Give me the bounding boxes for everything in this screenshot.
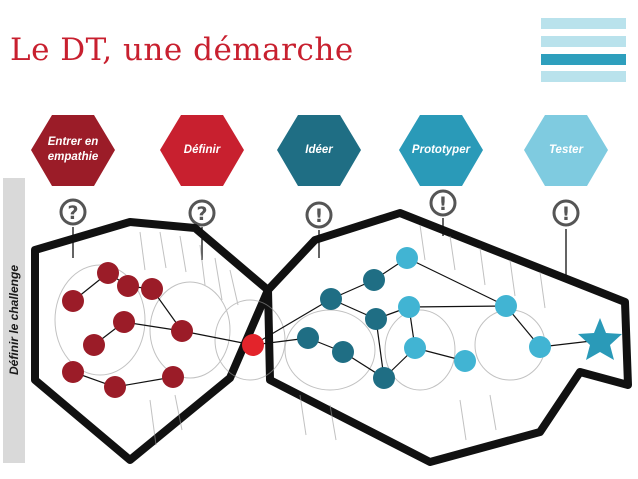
node: [332, 341, 354, 363]
node: [373, 367, 395, 389]
node: [297, 327, 319, 349]
node: [62, 290, 84, 312]
node: [404, 337, 426, 359]
exclamation-mark-icon-3: !: [552, 199, 580, 227]
svg-text:?: ?: [67, 202, 78, 224]
question-mark-icon-2: ?: [188, 199, 216, 227]
hex-prototyper: [399, 115, 483, 186]
node: [396, 247, 418, 269]
svg-text:?: ?: [196, 203, 207, 225]
node: [97, 262, 119, 284]
hex-definir: [160, 115, 244, 186]
node: [171, 320, 193, 342]
node: [529, 336, 551, 358]
side-band: [3, 178, 25, 463]
node: [141, 278, 163, 300]
node: [117, 275, 139, 297]
hex-empathie: [31, 115, 115, 186]
hex-tester: [524, 115, 608, 186]
node: [320, 288, 342, 310]
step-label-tester: Tester: [548, 144, 584, 156]
menu-bar-4: [541, 71, 626, 82]
ideate-nodes: [297, 269, 395, 389]
menu-bar-1: [541, 18, 626, 29]
menu-bar-3: [541, 54, 626, 65]
svg-text:!: !: [315, 205, 324, 227]
node: [398, 296, 420, 318]
node: [83, 334, 105, 356]
svg-text:!: !: [439, 193, 448, 215]
sketch-hatching: [54, 224, 546, 446]
network-edges: [72, 257, 601, 388]
step-label-definir: Définir: [183, 144, 221, 156]
prototype-nodes: [396, 247, 551, 372]
svg-text:!: !: [562, 203, 571, 225]
node: [162, 366, 184, 388]
menu-bar-2: [541, 36, 626, 47]
step-label-empathie: Entrer en empathie: [47, 136, 99, 163]
node: [113, 311, 135, 333]
node: [365, 308, 387, 330]
double-diamond-outline: [31, 209, 632, 466]
step-label-prototyper: Prototyper: [411, 144, 471, 156]
node: [495, 295, 517, 317]
star-icon: [578, 318, 622, 360]
hex-ideer: [277, 115, 361, 186]
page-title: Le DT, une démarche: [10, 32, 354, 68]
define-node: [242, 334, 264, 356]
exclamation-mark-icon-2: !: [429, 189, 457, 217]
node: [62, 361, 84, 383]
node: [104, 376, 126, 398]
step-label-ideer: Idéer: [305, 144, 333, 156]
exclamation-mark-icon-1: !: [305, 201, 333, 229]
node: [363, 269, 385, 291]
node: [454, 350, 476, 372]
empathy-nodes: [62, 262, 193, 398]
question-mark-icon-1: ?: [59, 198, 87, 226]
